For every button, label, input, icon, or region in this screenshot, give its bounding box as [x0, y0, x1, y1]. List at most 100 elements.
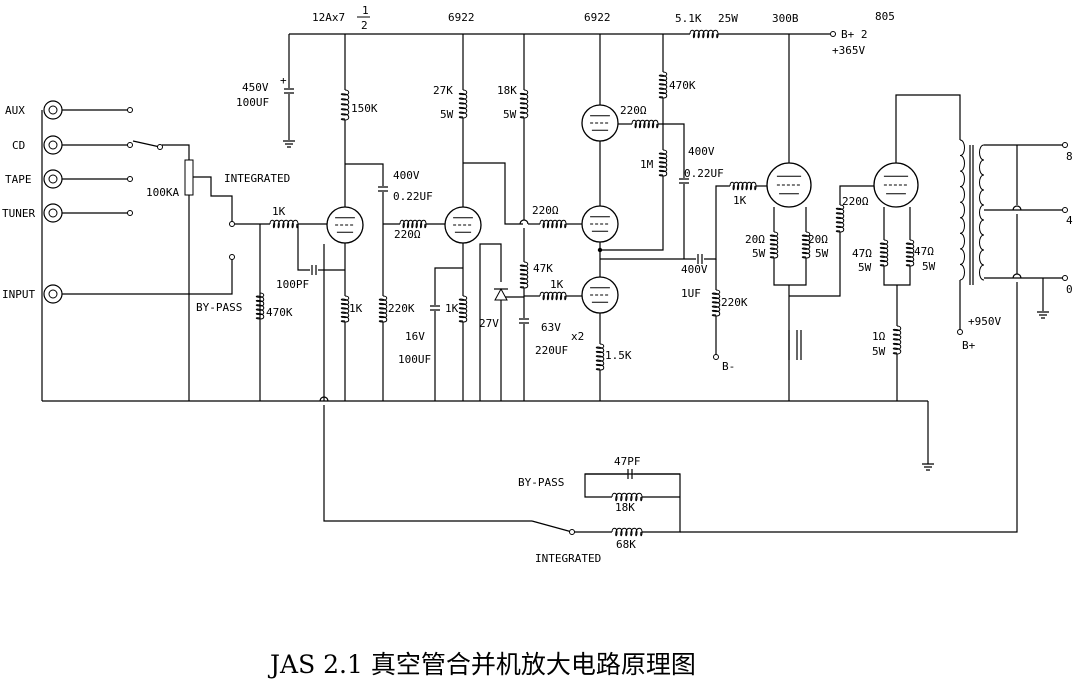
- input-jack-center: [48, 105, 58, 115]
- ground-symbol: [922, 463, 934, 471]
- label-27k: 27K: [433, 84, 453, 97]
- wire: [839, 185, 875, 205]
- ot-primary: [959, 139, 965, 281]
- zener-27v: [494, 287, 508, 301]
- junction-dot: [597, 247, 603, 253]
- input-label-tuner: TUNER: [2, 207, 35, 220]
- label-220k-g2: 220K: [388, 302, 415, 315]
- label-20-b: 20Ω: [808, 233, 828, 246]
- resistor-1.5k: [595, 343, 605, 371]
- resistor-47ohm-a: [879, 239, 889, 267]
- label-b-plus: B+: [962, 339, 976, 352]
- label-400v-a: 400V: [688, 145, 715, 158]
- tube-6922-a: [444, 206, 482, 244]
- input-jack-center: [48, 140, 58, 150]
- terminal: [127, 142, 133, 148]
- label-220-a: 220Ω: [620, 104, 647, 117]
- label-47pf: 47PF: [614, 455, 641, 468]
- wire: [297, 224, 310, 271]
- label-470k-in: 470K: [266, 306, 293, 319]
- resistor-220k-g2: [378, 295, 388, 323]
- cap-400v-1uf: [697, 254, 703, 264]
- label-fb-integrated: INTEGRATED: [535, 552, 601, 565]
- resistor-1k-300b: [729, 181, 757, 191]
- tube-label-6922-b: 6922: [584, 11, 611, 24]
- label-47-a: 47Ω: [852, 247, 872, 260]
- cap-450v-100uf: [284, 88, 294, 94]
- input-jack-center: [48, 174, 58, 184]
- label-1m: 1M: [640, 158, 654, 171]
- label-47-a-w: 5W: [858, 261, 872, 274]
- label-b-plus-2: B+ 2: [841, 28, 868, 41]
- resistor-20ohm-a: [769, 231, 779, 259]
- resistor-220ohm-g2: [399, 219, 427, 229]
- cap-0.22uf-b: [679, 178, 689, 184]
- label-1k-300b: 1K: [733, 194, 747, 207]
- label-022-a: 0.22UF: [684, 167, 724, 180]
- wire: [193, 176, 233, 222]
- ot-core: [969, 145, 974, 285]
- terminal: [957, 329, 963, 335]
- tube-label-fraction: 1: [362, 4, 369, 17]
- terminal: [830, 31, 836, 37]
- resistor-470k-grid: [255, 292, 265, 320]
- resistor-150k: [340, 89, 350, 121]
- terminal: [229, 221, 235, 227]
- wire-crossover: [519, 219, 529, 225]
- tube-6922-b-mid: [581, 205, 619, 243]
- label-022-b: 0.22UF: [393, 190, 433, 203]
- label-25w: 25W: [718, 12, 738, 25]
- ground-symbol: [1037, 311, 1049, 319]
- label-150k: 150K: [351, 102, 378, 115]
- resistor-220ohm-805: [835, 204, 845, 233]
- tube-6922-b-lower: [581, 276, 619, 314]
- selector-switch: [132, 140, 161, 148]
- tube-6922-b-upper: [581, 104, 619, 142]
- wire: [434, 267, 463, 305]
- label-220k-g: 220K: [721, 296, 748, 309]
- label-950v: +950V: [968, 315, 1001, 328]
- label-100pf: 100PF: [276, 278, 309, 291]
- label-470k-top: 470K: [669, 79, 696, 92]
- resistor-1k-c2: [458, 295, 468, 323]
- terminal: [1062, 207, 1068, 213]
- wire: [345, 163, 384, 186]
- label-100uf-c: 100UF: [398, 353, 431, 366]
- wire: [463, 162, 523, 225]
- input-label-aux: AUX: [5, 104, 25, 117]
- resistor-18k-fb: [611, 492, 643, 502]
- terminal: [713, 354, 719, 360]
- resistor-47k: [519, 261, 529, 289]
- tube-label-12ax7: 12Ax7: [312, 11, 345, 24]
- resistor-470k-top: [658, 71, 668, 99]
- input-label-input: INPUT: [2, 288, 35, 301]
- cap-47pf: [627, 469, 633, 479]
- wire: [62, 258, 233, 295]
- tube-label-805: 805: [875, 10, 895, 23]
- label-400v-b: 400V: [393, 169, 420, 182]
- label-20-a-w: 5W: [752, 247, 766, 260]
- label-47-b: 47Ω: [914, 245, 934, 258]
- wire: [789, 232, 841, 297]
- terminal: [569, 529, 575, 535]
- label-63v: 63V: [541, 321, 561, 334]
- input-label-cd: CD: [12, 139, 25, 152]
- schematic-title: JAS 2.1 真空管合并机放大电路原理图: [267, 650, 696, 679]
- wire-crossover: [1012, 205, 1022, 211]
- label-220-b: 220Ω: [394, 228, 421, 241]
- wire: [323, 405, 532, 522]
- label-1uf: 1UF: [681, 287, 701, 300]
- label-integrated: INTEGRATED: [224, 172, 290, 185]
- terminal: [157, 144, 163, 150]
- label-450v: 450V: [242, 81, 269, 94]
- resistor-68k: [611, 527, 643, 537]
- label-tap-4: 4: [1066, 214, 1073, 227]
- label-16v: 16V: [405, 330, 425, 343]
- label-1k-c1: 1K: [349, 302, 363, 315]
- wire: [680, 282, 1018, 533]
- label-tap-8: 8: [1066, 150, 1073, 163]
- wire-crossover: [319, 396, 329, 402]
- resistor-1k-input: [269, 219, 299, 229]
